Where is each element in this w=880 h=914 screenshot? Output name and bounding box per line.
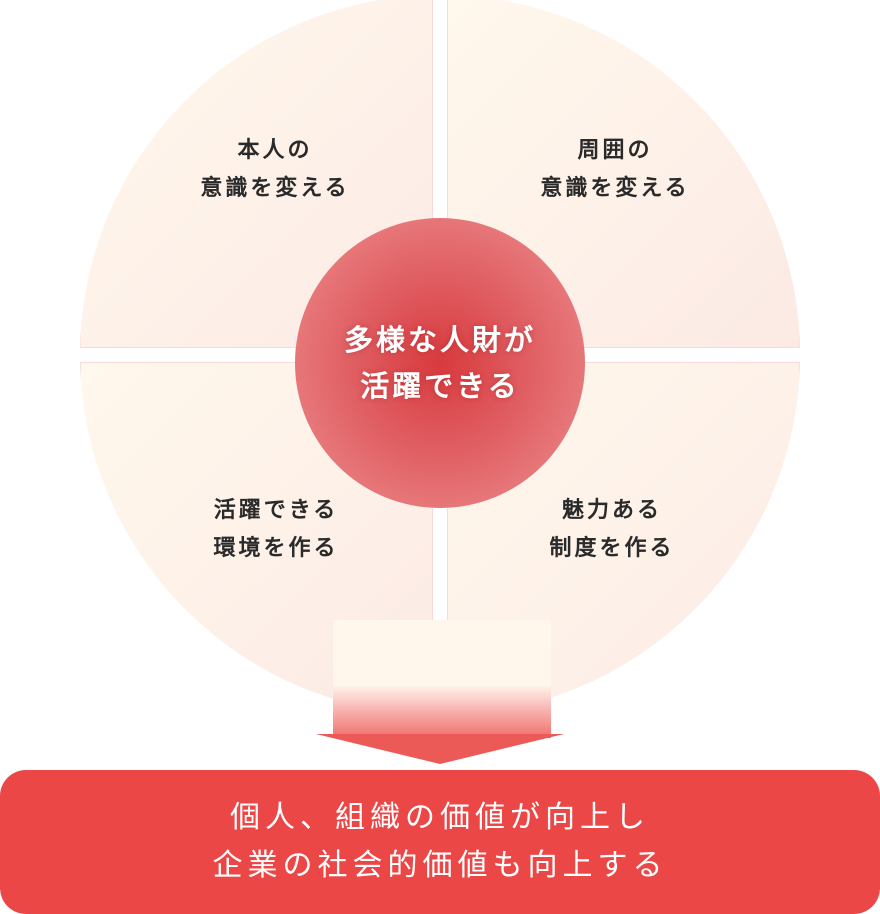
label-line: 環境を作る bbox=[213, 536, 339, 561]
result-line: 企業の社会的価値も向上する bbox=[212, 848, 668, 883]
quadrant-top-left-label: 本人の 意識を変える bbox=[155, 132, 395, 208]
center-circle: 多様な人財が 活躍できる bbox=[295, 218, 585, 508]
label-line: 意識を変える bbox=[200, 176, 350, 201]
result-label: 個人、組織の価値が向上し 企業の社会的価値も向上する bbox=[213, 794, 668, 890]
quadrant-bottom-right-label: 魅力ある 制度を作る bbox=[492, 492, 732, 568]
label-line: 制度を作る bbox=[549, 536, 675, 561]
result-banner: 個人、組織の価値が向上し 企業の社会的価値も向上する bbox=[0, 770, 880, 914]
label-line: 本人の bbox=[237, 138, 313, 163]
down-arrow-icon bbox=[316, 734, 564, 764]
quadrant-top-left: 本人の 意識を変える bbox=[80, 0, 433, 348]
center-line: 多様な人財が bbox=[343, 323, 536, 357]
result-line: 個人、組織の価値が向上し bbox=[230, 800, 650, 835]
label-line: 活躍できる bbox=[213, 498, 339, 523]
label-line: 魅力ある bbox=[561, 498, 662, 523]
quadrant-bottom-left-label: 活躍できる 環境を作る bbox=[156, 492, 396, 568]
label-line: 周囲の bbox=[577, 138, 653, 163]
quadrant-top-right-label: 周囲の 意識を変える bbox=[495, 132, 735, 208]
label-line: 意識を変える bbox=[540, 176, 690, 201]
center-label: 多様な人財が 活躍できる bbox=[344, 317, 536, 409]
center-line: 活躍できる bbox=[360, 369, 520, 403]
down-arrow-body bbox=[333, 620, 551, 738]
